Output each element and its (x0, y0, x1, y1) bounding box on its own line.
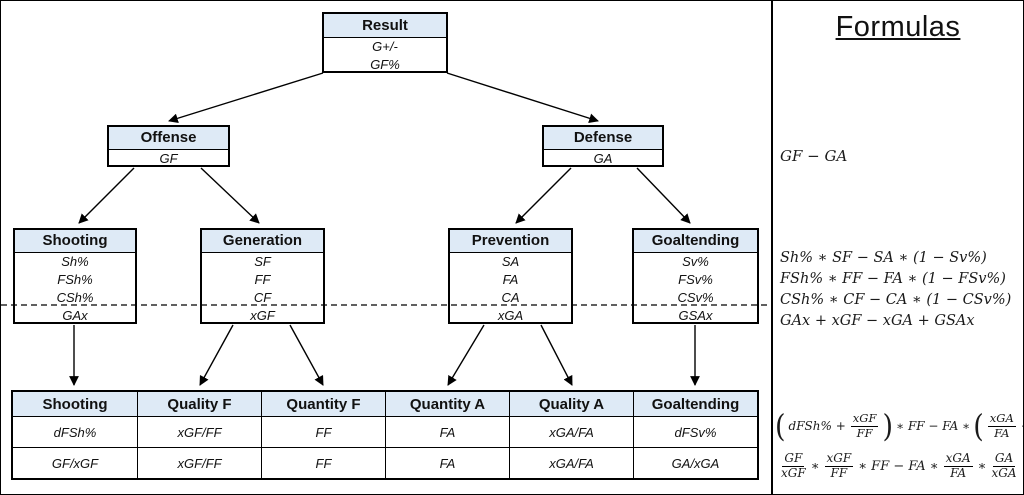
node-generation-row: xGF (250, 308, 275, 323)
formula-corsi: CSh% ∗ CF − CA ∗ (1 − CSv%) (780, 292, 1012, 308)
table-header-quantity-a: Quantity A (385, 392, 509, 416)
table-cell: FF (261, 447, 385, 478)
node-shooting-header: Shooting (15, 230, 135, 253)
formula-shooting: Sh% ∗ SF − SA ∗ (1 − Sv%) (780, 250, 987, 266)
node-prevention-row: SA (501, 254, 520, 269)
table-cell: xGF/FF (137, 447, 261, 478)
paren-close: ) (882, 408, 893, 444)
node-prevention-row: xGA (497, 308, 524, 323)
formula-operator: ∗ (810, 458, 820, 474)
node-prevention: Prevention SA FA CA xGA (448, 228, 573, 324)
table-cell: dFSv% (633, 416, 757, 447)
table-cell: xGA/FA (509, 416, 633, 447)
table-header-quantity-f: Quantity F (261, 392, 385, 416)
node-generation-row: SF (254, 254, 271, 269)
table-cell: dFSh% (13, 416, 137, 447)
node-shooting-row: FSh% (57, 272, 93, 287)
node-shooting: Shooting Sh% FSh% CSh% GAx (13, 228, 137, 324)
node-offense-row: GF (159, 151, 178, 166)
arrow-result-defense (446, 72, 599, 123)
table-cell: xGA/FA (509, 447, 633, 478)
node-goaltending-row: Sv% (682, 254, 709, 269)
node-offense-header: Offense (109, 127, 228, 150)
panel-divider (771, 1, 773, 494)
node-defense-row: GA (593, 151, 613, 166)
arrow-defense-goaltending (636, 167, 691, 224)
node-offense: Offense GF (107, 125, 230, 167)
arrow-prevention-qualitya (540, 324, 573, 386)
formula-term: ∗ FF − FA ∗ (858, 458, 939, 474)
table-cell: FA (385, 447, 509, 478)
table-cell: FF (261, 416, 385, 447)
node-prevention-header: Prevention (450, 230, 571, 253)
formulas-title: Formulas (835, 11, 961, 43)
formula-expected: GAx + xGF − xGA + GSAx (780, 313, 975, 329)
table-header-quality-f: Quality F (137, 392, 261, 416)
node-result: Result G+/- GF% (322, 12, 448, 73)
formula-term: − dFSv% (1021, 419, 1023, 433)
arrow-offense-generation (200, 167, 260, 224)
table-cell: xGF/FF (137, 416, 261, 447)
table-cell: GF/xGF (13, 447, 137, 478)
node-goaltending-row: FSv% (678, 272, 713, 287)
node-result-row: GF% (370, 56, 400, 72)
formula-components: Sh% ∗ SF − SA ∗ (1 − Sv%) FSh% ∗ FF − FA… (780, 248, 1011, 332)
formula-fenwick: FSh% ∗ FF − FA ∗ (1 − FSv%) (780, 271, 1006, 287)
node-shooting-row: CSh% (56, 290, 94, 305)
arrow-defense-prevention (515, 167, 572, 224)
table-header-goaltending: Goaltending (633, 392, 757, 416)
node-shooting-row: Sh% (61, 254, 89, 269)
table-header-shooting: Shooting (13, 392, 137, 416)
arrow-result-offense (168, 72, 324, 124)
node-goaltending-row: GSAx (678, 308, 713, 323)
node-shooting-row: GAx (62, 308, 88, 323)
node-defense: Defense GA (542, 125, 664, 167)
node-goaltending: Goaltending Sv% FSv% CSv% GSAx (632, 228, 759, 324)
formula-result: GF − GA (780, 147, 848, 165)
table-header-quality-a: Quality A (509, 392, 633, 416)
paren-open: ( (775, 408, 786, 444)
arrow-prevention-quantitya (447, 324, 485, 386)
node-generation-row: FF (254, 272, 271, 287)
metrics-table: Shooting Quality F Quantity F Quantity A… (11, 390, 759, 480)
node-result-header: Result (324, 14, 446, 38)
node-goaltending-header: Goaltending (634, 230, 757, 253)
paren-open: ( (973, 408, 984, 444)
formula-operator: ∗ (977, 458, 987, 474)
node-generation: Generation SF FF CF xGF (200, 228, 325, 324)
node-generation-header: Generation (202, 230, 323, 253)
formula-term: ∗ FF − FA ∗ (895, 419, 971, 433)
formula-term: dFSh% + (788, 419, 846, 433)
arrow-offense-shooting (78, 167, 135, 224)
table-cell: GA/xGA (633, 447, 757, 478)
table-cell: FA (385, 416, 509, 447)
arrow-generation-qualityf (199, 324, 234, 386)
node-generation-row: CF (253, 290, 272, 305)
node-defense-header: Defense (544, 127, 662, 150)
node-result-row: G+/- (372, 39, 398, 54)
node-prevention-row: CA (501, 290, 520, 305)
node-prevention-row: FA (502, 272, 519, 287)
node-goaltending-row: CSv% (677, 290, 714, 305)
arrow-generation-quantityf (289, 324, 324, 386)
